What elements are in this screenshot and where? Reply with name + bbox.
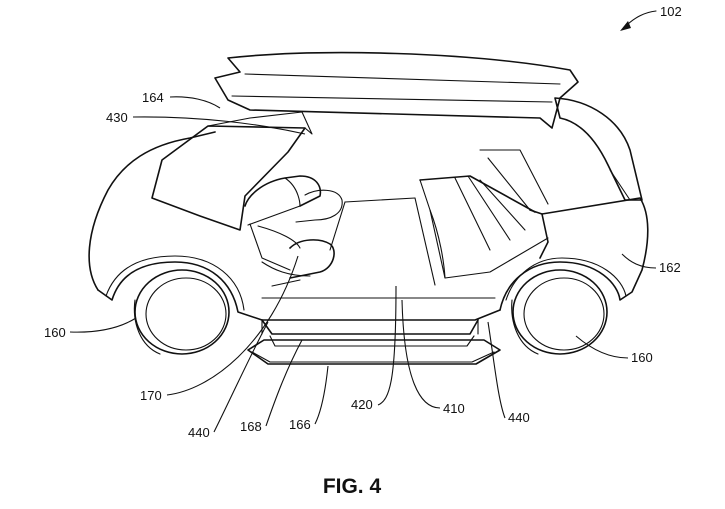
roof-panel xyxy=(214,51,579,129)
label-170: 170 xyxy=(140,388,162,403)
label-440-right: 440 xyxy=(508,410,530,425)
rear-wheel xyxy=(511,269,608,355)
front-wheel xyxy=(133,269,230,355)
label-430: 430 xyxy=(106,110,128,125)
front-door xyxy=(151,111,313,231)
vehicle-body xyxy=(88,131,649,321)
label-160-right: 160 xyxy=(631,350,653,365)
label-166: 166 xyxy=(289,417,311,432)
label-168: 168 xyxy=(240,419,262,434)
seats xyxy=(244,175,549,287)
label-410: 410 xyxy=(443,401,465,416)
leader-lines xyxy=(69,96,657,433)
label-160-left: 160 xyxy=(44,325,66,340)
rear-door xyxy=(554,97,643,201)
figure-caption: FIG. 4 xyxy=(323,475,382,498)
label-102: 102 xyxy=(660,4,682,19)
label-440-left: 440 xyxy=(188,425,210,440)
label-420: 420 xyxy=(351,397,373,412)
label-164: 164 xyxy=(142,90,164,105)
battery-plates xyxy=(247,319,501,365)
reference-arrow-102 xyxy=(620,10,657,31)
label-162: 162 xyxy=(659,260,681,275)
